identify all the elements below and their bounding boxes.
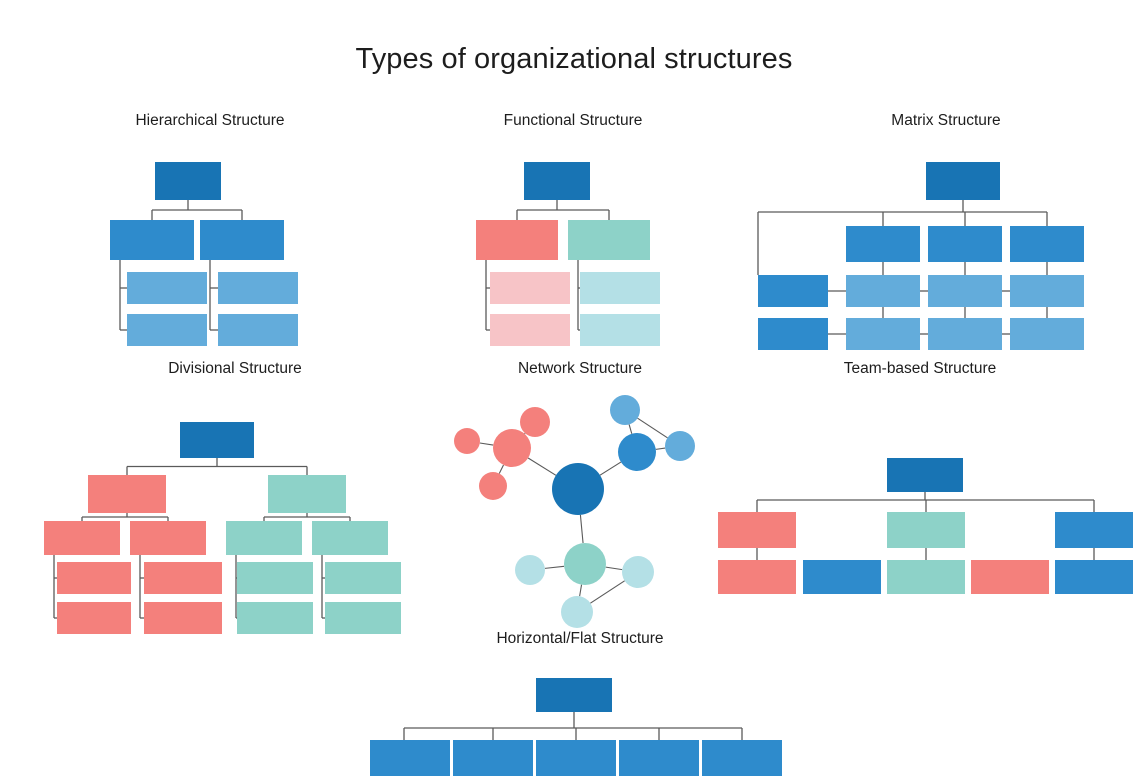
org-box-root bbox=[926, 162, 1000, 200]
org-box-root bbox=[180, 422, 254, 458]
org-box-member-5 bbox=[1055, 560, 1133, 594]
org-box-unit-left-2 bbox=[130, 521, 206, 555]
network-node-blue-leaf-2 bbox=[665, 431, 695, 461]
org-box-unit-1 bbox=[370, 740, 450, 776]
org-box-unit-4 bbox=[619, 740, 699, 776]
org-box-leaf-l1-a bbox=[57, 562, 131, 594]
network-edge bbox=[528, 458, 556, 475]
panel-title-horizontal-flat: Horizontal/Flat Structure bbox=[340, 630, 820, 648]
org-box-leaf-left-2 bbox=[127, 314, 207, 346]
panel-title-matrix: Matrix Structure bbox=[762, 112, 1130, 130]
org-box-division-left bbox=[88, 475, 166, 513]
network-edge bbox=[590, 581, 624, 603]
network-edge bbox=[606, 567, 622, 569]
panel-title-network: Network Structure bbox=[440, 360, 720, 378]
org-box-unit-left-1 bbox=[44, 521, 120, 555]
diagram-horizontal-flat bbox=[340, 660, 820, 780]
network-node-blue-leaf-1 bbox=[610, 395, 640, 425]
org-box-leaf-left-2 bbox=[490, 314, 570, 346]
org-box-root bbox=[155, 162, 221, 200]
org-box-cell-1-1 bbox=[846, 275, 920, 307]
org-box-leaf-right-1 bbox=[218, 272, 298, 304]
org-box-col-head-1 bbox=[846, 226, 920, 262]
org-box-cell-1-2 bbox=[928, 275, 1002, 307]
org-box-unit-5 bbox=[702, 740, 782, 776]
org-box-leaf-l2-a bbox=[144, 562, 222, 594]
org-box-root bbox=[887, 458, 963, 492]
org-box-leaf-l2-b bbox=[144, 602, 222, 634]
org-box-unit-right-1 bbox=[226, 521, 302, 555]
org-box-division-right bbox=[268, 475, 346, 513]
org-box-leaf-right-2 bbox=[580, 314, 660, 346]
org-box-branch-left bbox=[110, 220, 194, 260]
org-box-member-3 bbox=[887, 560, 965, 594]
org-box-row-head-1 bbox=[758, 275, 828, 307]
diagram-team-based bbox=[710, 390, 1130, 620]
network-node-hub bbox=[552, 463, 604, 515]
network-edge bbox=[545, 566, 564, 568]
org-box-cell-2-2 bbox=[928, 318, 1002, 350]
panel-title-hierarchical: Hierarchical Structure bbox=[40, 112, 380, 130]
network-edge bbox=[580, 585, 582, 597]
org-box-cell-2-1 bbox=[846, 318, 920, 350]
diagram-hierarchical bbox=[40, 142, 380, 352]
network-node-red-leaf-3 bbox=[479, 472, 507, 500]
org-box-unit-2 bbox=[453, 740, 533, 776]
network-edge bbox=[499, 465, 503, 473]
panel-title-divisional: Divisional Structure bbox=[30, 360, 440, 378]
org-box-root bbox=[524, 162, 590, 200]
org-box-member-4 bbox=[971, 560, 1049, 594]
org-box-leaf-right-1 bbox=[580, 272, 660, 304]
org-box-cell-2-3 bbox=[1010, 318, 1084, 350]
org-box-cell-1-3 bbox=[1010, 275, 1084, 307]
org-box-unit-3 bbox=[536, 740, 616, 776]
panel-title-team-based: Team-based Structure bbox=[710, 360, 1130, 378]
org-box-leaf-left-1 bbox=[490, 272, 570, 304]
network-node-red-leaf-1 bbox=[454, 428, 480, 454]
org-box-leaf-right-2 bbox=[218, 314, 298, 346]
network-edge bbox=[629, 424, 632, 433]
diagram-matrix bbox=[762, 142, 1130, 352]
network-node-red-leaf-2 bbox=[520, 407, 550, 437]
network-edge bbox=[480, 443, 493, 445]
network-edge bbox=[600, 462, 621, 475]
network-node-red-hub bbox=[493, 429, 531, 467]
org-box-member-2 bbox=[803, 560, 881, 594]
org-box-col-head-2 bbox=[928, 226, 1002, 262]
org-box-branch-right bbox=[568, 220, 650, 260]
org-box-col-head-3 bbox=[1010, 226, 1084, 262]
page-title: Types of organizational structures bbox=[0, 43, 1148, 76]
org-box-unit-right-2 bbox=[312, 521, 388, 555]
org-box-leaf-l1-b bbox=[57, 602, 131, 634]
org-box-team-3 bbox=[1055, 512, 1133, 548]
org-box-leaf-r1-b bbox=[237, 602, 313, 634]
network-edge bbox=[656, 448, 665, 449]
network-node-teal-leaf-3 bbox=[561, 596, 593, 628]
panel-title-functional: Functional Structure bbox=[428, 112, 718, 130]
network-node-blue-hub bbox=[618, 433, 656, 471]
org-box-leaf-left-1 bbox=[127, 272, 207, 304]
diagram-divisional bbox=[30, 390, 440, 640]
org-box-row-head-2 bbox=[758, 318, 828, 350]
org-box-branch-left bbox=[476, 220, 558, 260]
network-node-teal-leaf-1 bbox=[515, 555, 545, 585]
network-node-teal-leaf-2 bbox=[622, 556, 654, 588]
org-box-team-2 bbox=[887, 512, 965, 548]
org-box-member-1 bbox=[718, 560, 796, 594]
org-box-branch-right bbox=[200, 220, 284, 260]
network-node-teal-hub bbox=[564, 543, 606, 585]
org-box-root bbox=[536, 678, 612, 712]
org-box-leaf-r1-a bbox=[237, 562, 313, 594]
org-box-team-1 bbox=[718, 512, 796, 548]
diagram-functional bbox=[428, 142, 718, 352]
diagram-network bbox=[440, 390, 720, 640]
org-box-leaf-r2-a bbox=[325, 562, 401, 594]
network-edge bbox=[580, 515, 583, 543]
